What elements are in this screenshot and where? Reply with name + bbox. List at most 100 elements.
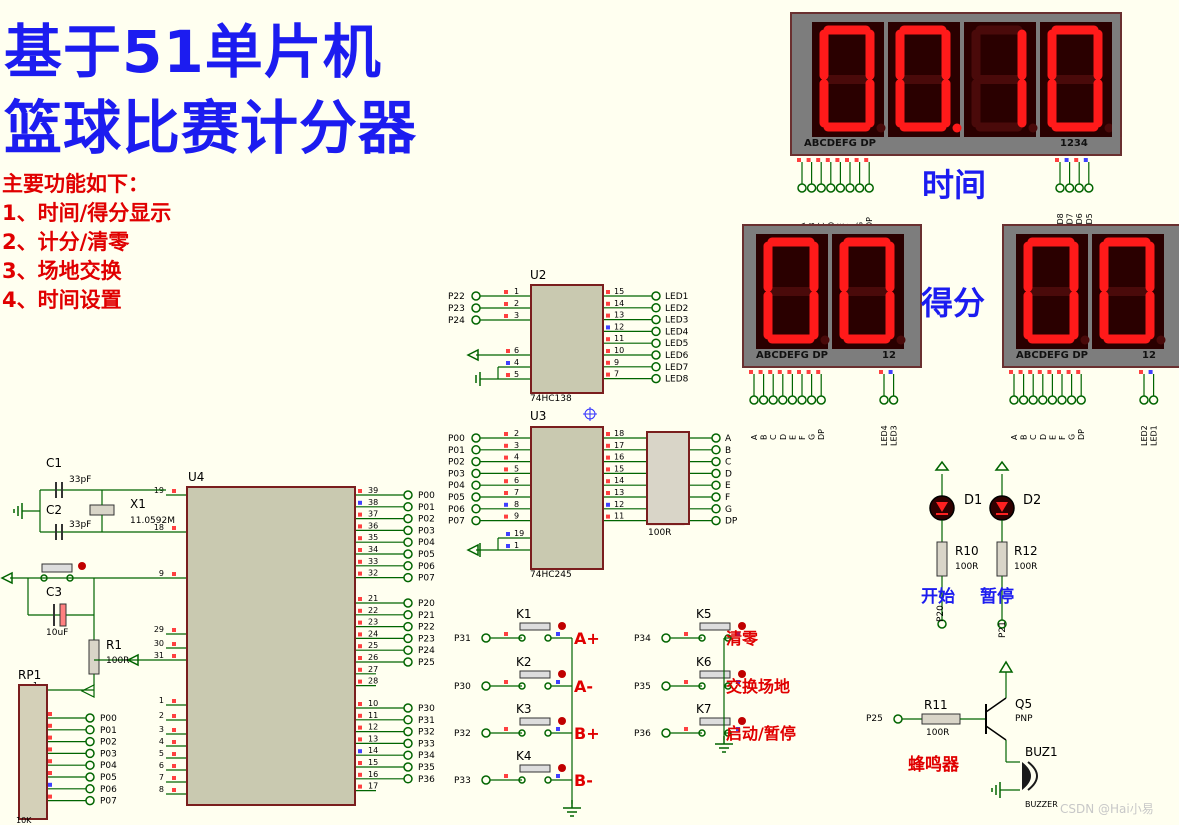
- resistor-pack[interactable]: [646, 431, 690, 525]
- u4-pin-number: 38: [368, 498, 378, 507]
- u3-pin-number: 9: [514, 512, 519, 521]
- u3-pin-number: 3: [514, 441, 519, 450]
- u2-part: 74HC138: [530, 394, 572, 404]
- title-line2: 篮球比赛计分器: [4, 94, 418, 162]
- key-terminal: [481, 633, 491, 643]
- key-contact: [544, 682, 552, 690]
- u2-input-terminal: [471, 303, 481, 313]
- rp1-net: P05: [100, 773, 117, 783]
- key-actuator: [738, 717, 746, 725]
- u3-output-terminal: [711, 515, 721, 526]
- vcc-arrow: [994, 460, 1010, 471]
- pin-state: [816, 158, 821, 162]
- pin-state: [172, 526, 176, 530]
- pin-state: [606, 301, 610, 306]
- rp1-net: P00: [100, 714, 117, 724]
- pin-state: [504, 432, 508, 436]
- u4-pin-number: 23: [368, 618, 378, 627]
- key-terminal: [661, 681, 671, 691]
- u4-port-net: P00: [418, 491, 435, 501]
- score-right-pin-terminal: [1018, 395, 1029, 405]
- pin-state: [504, 502, 508, 507]
- u4-pin-number: 29: [154, 625, 164, 634]
- buz1-ref: BUZ1: [1025, 745, 1058, 759]
- score-left-pin-terminal: [768, 395, 778, 405]
- time-display-com-terminal: [1064, 183, 1075, 193]
- time-digit-segment-dp: [952, 123, 962, 133]
- rp1-terminal: [85, 748, 95, 759]
- pin-state: [797, 158, 801, 162]
- score-left-display[interactable]: ABCDEFG DP 12: [742, 224, 922, 368]
- u4-pin-number: 13: [368, 734, 378, 743]
- score-right-pin-label: G: [1068, 434, 1077, 440]
- u2-pin-number: 9: [614, 358, 619, 367]
- time-display-pin-terminal: [806, 183, 817, 193]
- u3-output-terminal: [711, 456, 721, 467]
- x1-ref: X1: [130, 497, 146, 511]
- u2-chip[interactable]: [530, 284, 604, 394]
- rp1-network[interactable]: [18, 684, 48, 820]
- key-net: P36: [634, 729, 651, 739]
- u4-pin-number: 21: [368, 594, 378, 603]
- rp1-arrow: [80, 684, 95, 698]
- key-terminal: [481, 728, 491, 738]
- key-net: P34: [634, 634, 651, 644]
- pin-state: [358, 500, 362, 505]
- score-right-display[interactable]: ABCDEFG DP 12: [1002, 224, 1179, 368]
- u3-pin-number: 11: [614, 512, 624, 521]
- pin-state: [504, 491, 508, 495]
- u4-pin-number: 2: [159, 711, 164, 720]
- key-label: B+: [574, 724, 600, 743]
- u4-port-net: P31: [418, 716, 435, 726]
- feature-item: 3、场地交换: [2, 259, 122, 283]
- u3-pin-number: 14: [614, 476, 624, 485]
- u3-input-terminal: [471, 468, 481, 479]
- pin-state: [1057, 370, 1061, 374]
- time-display[interactable]: ABCDEFG DP 1234: [790, 12, 1122, 156]
- key-contact: [544, 776, 552, 784]
- vcc-arrow: [0, 571, 13, 585]
- pin-state: [758, 370, 763, 374]
- pin-state: [172, 628, 176, 632]
- u4-port-net: P24: [418, 646, 435, 656]
- u2-pin-number: 3: [514, 311, 519, 320]
- time-display-com-terminal: [1055, 183, 1065, 193]
- feature-item: 2、计分/清零: [2, 230, 130, 254]
- pin-state: [48, 712, 52, 716]
- u4-mcu-chip[interactable]: [186, 486, 356, 806]
- rp1-terminal: [85, 784, 95, 794]
- pin-state: [556, 727, 560, 731]
- u3-output-net: A: [725, 434, 732, 444]
- time-seg-label: ABCDEFG DP: [804, 138, 876, 149]
- pin-state: [504, 302, 508, 306]
- pin-state: [606, 467, 610, 472]
- pin-state: [1074, 158, 1079, 162]
- pin-state: [172, 776, 176, 780]
- u4-port-terminal: [403, 598, 413, 608]
- key-contact: [518, 776, 526, 784]
- key-net: P33: [454, 776, 471, 786]
- u3-input-net: P03: [448, 469, 465, 479]
- pin-state: [1064, 158, 1069, 162]
- led-terminal: [937, 619, 947, 629]
- pin-state: [684, 727, 688, 731]
- u3-input-net: P04: [448, 481, 465, 491]
- score-left-pin-label: A: [750, 434, 759, 440]
- score-left-pin-terminal: [797, 395, 807, 405]
- led-resistor: [936, 541, 948, 577]
- time-display-com-label: LED6: [1075, 213, 1084, 234]
- u4-port-net: P02: [418, 515, 435, 525]
- u4-port-terminal: [403, 715, 413, 725]
- u4-pin-number: 9: [159, 569, 164, 578]
- key-contact: [544, 634, 552, 642]
- u3-input-terminal: [471, 515, 481, 526]
- pin-state: [606, 514, 610, 519]
- pin-state: [506, 544, 510, 548]
- d1-net: P20: [936, 605, 946, 622]
- u4-port-net: P04: [418, 538, 435, 548]
- pin-state: [358, 489, 362, 493]
- time-display-com-terminal: [1084, 183, 1094, 193]
- u3-chip[interactable]: [530, 426, 604, 570]
- u4-pin-number: 28: [368, 677, 378, 686]
- score-left-com-label: LED3: [890, 425, 899, 446]
